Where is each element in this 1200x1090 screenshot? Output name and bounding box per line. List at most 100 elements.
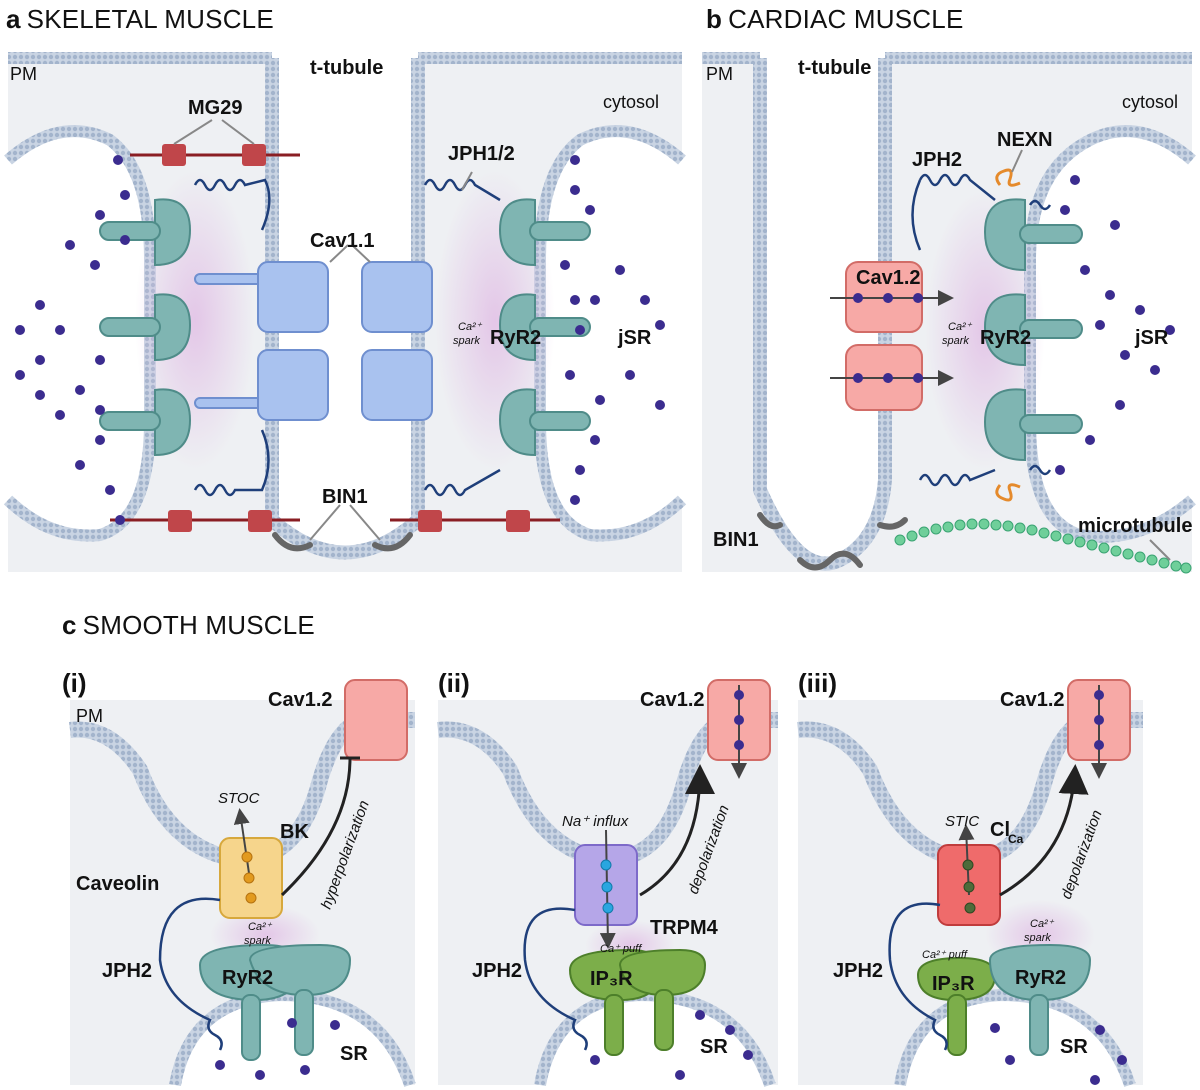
ryr-stalk (99, 221, 161, 241)
k-ions-c1 (241, 851, 257, 904)
panel-b-letter: b (706, 4, 723, 34)
ryr-stalk (99, 317, 161, 337)
panel-b: PM t-tubule cytosol NEXN JPH2 Cav1.2 Ca²… (702, 52, 1196, 574)
b-microtubule-label: microtubule (1078, 515, 1192, 537)
microtubule (894, 518, 1192, 574)
a-jsr-label: jSR (617, 327, 652, 349)
ca-ions-c2-cav (734, 690, 744, 750)
bin1-b-group (757, 512, 908, 571)
c3-ip3r-label: IP₃R (932, 973, 975, 995)
mg29-protein (242, 144, 266, 166)
c1-caveolin-label: Caveolin (76, 873, 159, 895)
panel-c1: PM Cav1.2 STOC BK Caveolin hyperpolariza… (69, 679, 416, 1087)
a-bin1-label: BIN1 (322, 486, 368, 508)
ryr-icon (154, 388, 192, 457)
mg29-protein (506, 510, 530, 532)
cav-linker (194, 397, 266, 409)
c3-jph-label: JPH2 (833, 960, 883, 982)
cav12-channel-c1 (344, 679, 408, 761)
c1-stoc-label: STOC (218, 790, 260, 807)
ryr-stalk (529, 411, 591, 431)
a-cytosol-label: cytosol (603, 92, 659, 112)
ryr-icon (498, 293, 536, 362)
jph2-c2 (523, 907, 588, 1051)
c3-sr-label: SR (1060, 1036, 1088, 1058)
ryr-stalk (1019, 224, 1083, 244)
ryr-icon (498, 198, 536, 267)
c1-cav-label: Cav1.2 (268, 689, 333, 711)
ryr-icon (498, 388, 536, 457)
nexn-group (995, 168, 1021, 502)
ryr-stalk (529, 317, 591, 337)
c1-sr-label: SR (340, 1043, 368, 1065)
t-tubule-membrane (265, 58, 425, 560)
b-cytosol-label: cytosol (1122, 92, 1178, 112)
b-pm-label: PM (706, 64, 733, 84)
ryr-c3 (988, 943, 1092, 1056)
cav11-channel (361, 349, 433, 421)
b-jsr-label: jSR (1134, 327, 1169, 349)
c1-spark-top: Ca²⁺ (248, 921, 273, 933)
na-ions-c2 (600, 859, 614, 914)
a-jph-label: JPH1/2 (448, 143, 515, 165)
ryr-b-group (983, 198, 1083, 462)
ip3r-c2 (568, 948, 707, 1056)
subpanel-i-label: (i) (62, 668, 87, 698)
c2-trpm-label: TRPM4 (650, 917, 719, 939)
ryr-c1 (198, 943, 352, 1061)
c2-puff-label: Ca⁺ puff (600, 943, 642, 955)
panel-c-text: SMOOTH MUSCLE (82, 610, 315, 640)
jph-left (193, 178, 501, 497)
a-spark-bottom: spark (453, 335, 480, 347)
b-ttubule-label: t-tubule (798, 57, 871, 79)
a-pm-label: PM (10, 64, 37, 84)
c1-spark-bottom: spark (244, 935, 271, 947)
panel-c3: Cav1.2 STIC Cl Ca depolarization Ca²⁺ sp… (797, 679, 1143, 1087)
a-cav-label: Cav1.1 (310, 230, 375, 252)
ca-ions-c3-cav (1094, 690, 1104, 750)
ryr-icon (154, 198, 192, 267)
panel-a-text: SKELETAL MUSCLE (26, 4, 274, 34)
ryr-icon (983, 198, 1026, 272)
a-ttubule-label: t-tubule (310, 57, 383, 79)
cav11-channel (361, 261, 433, 333)
panel-c2: Cav1.2 Na⁺ influx depolarization TRPM4 C… (437, 679, 778, 1087)
b-spark-top: Ca²⁺ (948, 321, 973, 333)
c1-bk-label: BK (280, 821, 309, 843)
hyperpolarization-arrow (280, 757, 352, 897)
panel-a: PM t-tubule cytosol MG29 JPH1/2 Cav1.1 C… (3, 52, 687, 572)
c1-ryr-label: RyR2 (222, 967, 273, 989)
jph-b (911, 173, 1052, 487)
ryr-icon (983, 293, 1026, 367)
c1-jph-label: JPH2 (102, 960, 152, 982)
ryr-stalk (529, 221, 591, 241)
cav11-group (194, 261, 433, 421)
cav11-channel (257, 349, 329, 421)
c3-ryr-label: RyR2 (1015, 967, 1066, 989)
c2-sr-label: SR (700, 1036, 728, 1058)
c2-cav-label: Cav1.2 (640, 689, 705, 711)
bin1-group (272, 532, 413, 552)
b-bin1-label: BIN1 (713, 529, 759, 551)
panel-c-letter: c (62, 610, 77, 640)
mg29-protein (418, 510, 442, 532)
c1-pm-label: PM (76, 706, 103, 726)
panel-b-text: CARDIAC MUSCLE (728, 4, 964, 34)
c3-cl-sub-label: Ca (1008, 832, 1024, 846)
b-nexn-label: NEXN (997, 129, 1053, 151)
panel-a-letter: a (6, 4, 21, 34)
subpanel-ii-label: (ii) (438, 668, 470, 698)
mg29-protein (162, 144, 186, 166)
ryr-icon (983, 388, 1026, 462)
c3-spark-bottom: spark (1024, 932, 1051, 944)
cl-ions-c3 (962, 859, 976, 914)
b-cav-label: Cav1.2 (856, 267, 921, 289)
ryr-left-group (99, 198, 192, 457)
b-ryr-label: RyR2 (980, 327, 1031, 349)
c3-puff-label: Ca²⁺ puff (922, 949, 968, 961)
c3-cav-label: Cav1.2 (1000, 689, 1065, 711)
c2-jph-label: JPH2 (472, 960, 522, 982)
